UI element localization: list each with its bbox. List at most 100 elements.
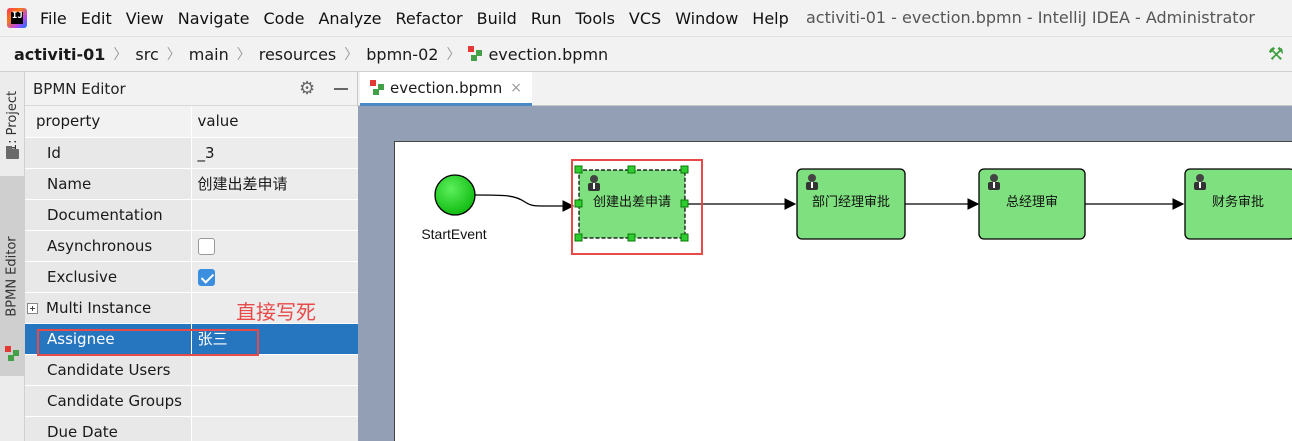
property-value	[191, 230, 358, 262]
bpmn-canvas[interactable]: StartEvent 创建出差申请	[394, 141, 1292, 441]
task-label: 创建出差申请	[593, 195, 671, 210]
user-icon	[988, 174, 1000, 190]
menu-help[interactable]: Help	[752, 8, 789, 28]
table-row[interactable]: Id _3	[25, 137, 358, 169]
assignee-value-input[interactable]: 张三	[191, 323, 358, 355]
property-key: Candidate Groups	[25, 385, 192, 417]
menu-file[interactable]: File	[40, 8, 67, 28]
table-row[interactable]: Candidate Groups	[25, 385, 358, 417]
breadcrumb-project[interactable]: activiti-01	[14, 44, 106, 64]
breadcrumb: activiti-01 〉 src 〉 main 〉 resources 〉 b…	[0, 36, 1292, 72]
property-value[interactable]: 创建出差申请	[191, 168, 358, 200]
bpmn-editor-icon	[5, 346, 21, 362]
menu-edit[interactable]: Edit	[80, 8, 112, 28]
property-key: Multi Instance	[25, 292, 192, 324]
chevron-right-icon: 〉	[166, 47, 181, 63]
panel-header: BPMN Editor ⚙	[25, 72, 357, 106]
menu-tools[interactable]: Tools	[575, 8, 615, 28]
annotation-text: 直接写死	[236, 300, 316, 324]
property-key-label: Multi Instance	[46, 298, 152, 317]
breadcrumb-src[interactable]: src	[135, 44, 159, 64]
start-event-label: StartEvent	[421, 226, 486, 242]
table-row[interactable]: Asynchronous	[25, 230, 358, 262]
property-key: Candidate Users	[25, 354, 192, 386]
exclusive-checkbox[interactable]	[197, 268, 215, 286]
menu-code[interactable]: Code	[263, 8, 305, 28]
user-task-create[interactable]: 创建出差申请	[574, 165, 689, 242]
property-key: Name	[25, 168, 192, 200]
property-value[interactable]	[191, 199, 358, 231]
tab-evection-bpmn[interactable]: evection.bpmn ×	[360, 72, 532, 106]
menu-window[interactable]: Window	[675, 8, 739, 28]
tab-bpmn-editor[interactable]: BPMN Editor	[0, 176, 25, 376]
selection-handles[interactable]	[574, 165, 689, 242]
bpmn-diagram: StartEvent 创建出差申请	[421, 159, 1292, 255]
user-task-general-manager[interactable]: 总经理审	[978, 168, 1086, 240]
breadcrumb-main[interactable]: main	[188, 44, 229, 64]
minimize-icon[interactable]	[334, 88, 348, 90]
property-value[interactable]	[191, 354, 358, 386]
tab-bpmn-editor-label: BPMN Editor	[5, 235, 20, 317]
table-row[interactable]: Multi Instance	[25, 292, 358, 324]
expand-plus-icon[interactable]	[27, 302, 38, 314]
column-header-property: property	[25, 106, 192, 138]
asynchronous-checkbox[interactable]	[197, 237, 215, 255]
task-label: 财务审批	[1212, 194, 1264, 210]
property-key: Assignee	[25, 323, 192, 355]
task-label: 总经理审	[1006, 195, 1058, 210]
folder-icon[interactable]	[6, 146, 19, 159]
sequence-flow[interactable]	[474, 194, 575, 212]
tool-window-strip: 1: Project BPMN Editor	[0, 72, 25, 441]
properties-table: property value Id _3 Name 创建出差申请 Documen…	[25, 106, 358, 441]
close-icon[interactable]: ×	[510, 79, 522, 96]
property-key: Id	[25, 137, 192, 169]
user-icon	[806, 174, 818, 190]
column-header-value: value	[191, 106, 358, 138]
breadcrumb-file[interactable]: evection.bpmn	[468, 45, 608, 64]
property-key: Asynchronous	[25, 230, 192, 262]
table-row[interactable]: Name 创建出差申请	[25, 168, 358, 200]
chevron-right-icon: 〉	[446, 47, 461, 63]
menu-build[interactable]: Build	[476, 8, 517, 28]
chevron-right-icon: 〉	[113, 47, 128, 63]
bpmn-file-icon	[370, 79, 386, 96]
menu-run[interactable]: Run	[530, 8, 562, 28]
table-row[interactable]: Exclusive	[25, 261, 358, 293]
window-title: activiti-01 - evection.bpmn - IntelliJ I…	[806, 8, 1255, 27]
menu-analyze[interactable]: Analyze	[318, 8, 382, 28]
table-row[interactable]: Documentation	[25, 199, 358, 231]
user-icon	[588, 175, 600, 191]
user-task-finance[interactable]: 财务审批	[1184, 168, 1292, 240]
build-hammer-icon[interactable]: ⚒	[1267, 44, 1284, 65]
menu-bar: IJ File Edit View Navigate Code Analyze …	[0, 0, 1292, 36]
user-icon	[1194, 174, 1206, 190]
intellij-logo-icon: IJ	[7, 8, 27, 28]
bpmn-editor-panel: BPMN Editor ⚙ property value Id _3 Name …	[25, 72, 358, 441]
panel-title: BPMN Editor	[33, 79, 126, 98]
menu-vcs[interactable]: VCS	[628, 8, 662, 28]
property-key: Documentation	[25, 199, 192, 231]
property-value[interactable]	[191, 292, 358, 324]
bpmn-file-icon	[468, 46, 484, 62]
table-row[interactable]: Candidate Users	[25, 354, 358, 386]
tab-project-label: 1: Project	[5, 90, 21, 152]
property-value[interactable]: _3	[191, 137, 358, 169]
menu-refactor[interactable]: Refactor	[395, 8, 463, 28]
table-row[interactable]: Due Date	[25, 416, 358, 441]
property-value[interactable]	[191, 385, 358, 417]
chevron-right-icon: 〉	[236, 47, 251, 63]
chevron-right-icon: 〉	[344, 47, 359, 63]
property-key: Due Date	[25, 416, 192, 441]
menu-view[interactable]: View	[125, 8, 164, 28]
tab-label: evection.bpmn	[390, 78, 503, 97]
start-event[interactable]	[434, 174, 476, 216]
property-value[interactable]	[191, 416, 358, 441]
menu-navigate[interactable]: Navigate	[177, 8, 250, 28]
gear-icon[interactable]: ⚙	[299, 78, 316, 99]
table-row-selected[interactable]: Assignee 张三	[25, 323, 358, 355]
property-value	[191, 261, 358, 293]
breadcrumb-resources[interactable]: resources	[258, 44, 337, 64]
breadcrumb-bpmn-02[interactable]: bpmn-02	[366, 44, 439, 64]
editor-tabs: evection.bpmn ×	[358, 72, 1292, 106]
user-task-dept-manager[interactable]: 部门经理审批	[796, 168, 906, 240]
